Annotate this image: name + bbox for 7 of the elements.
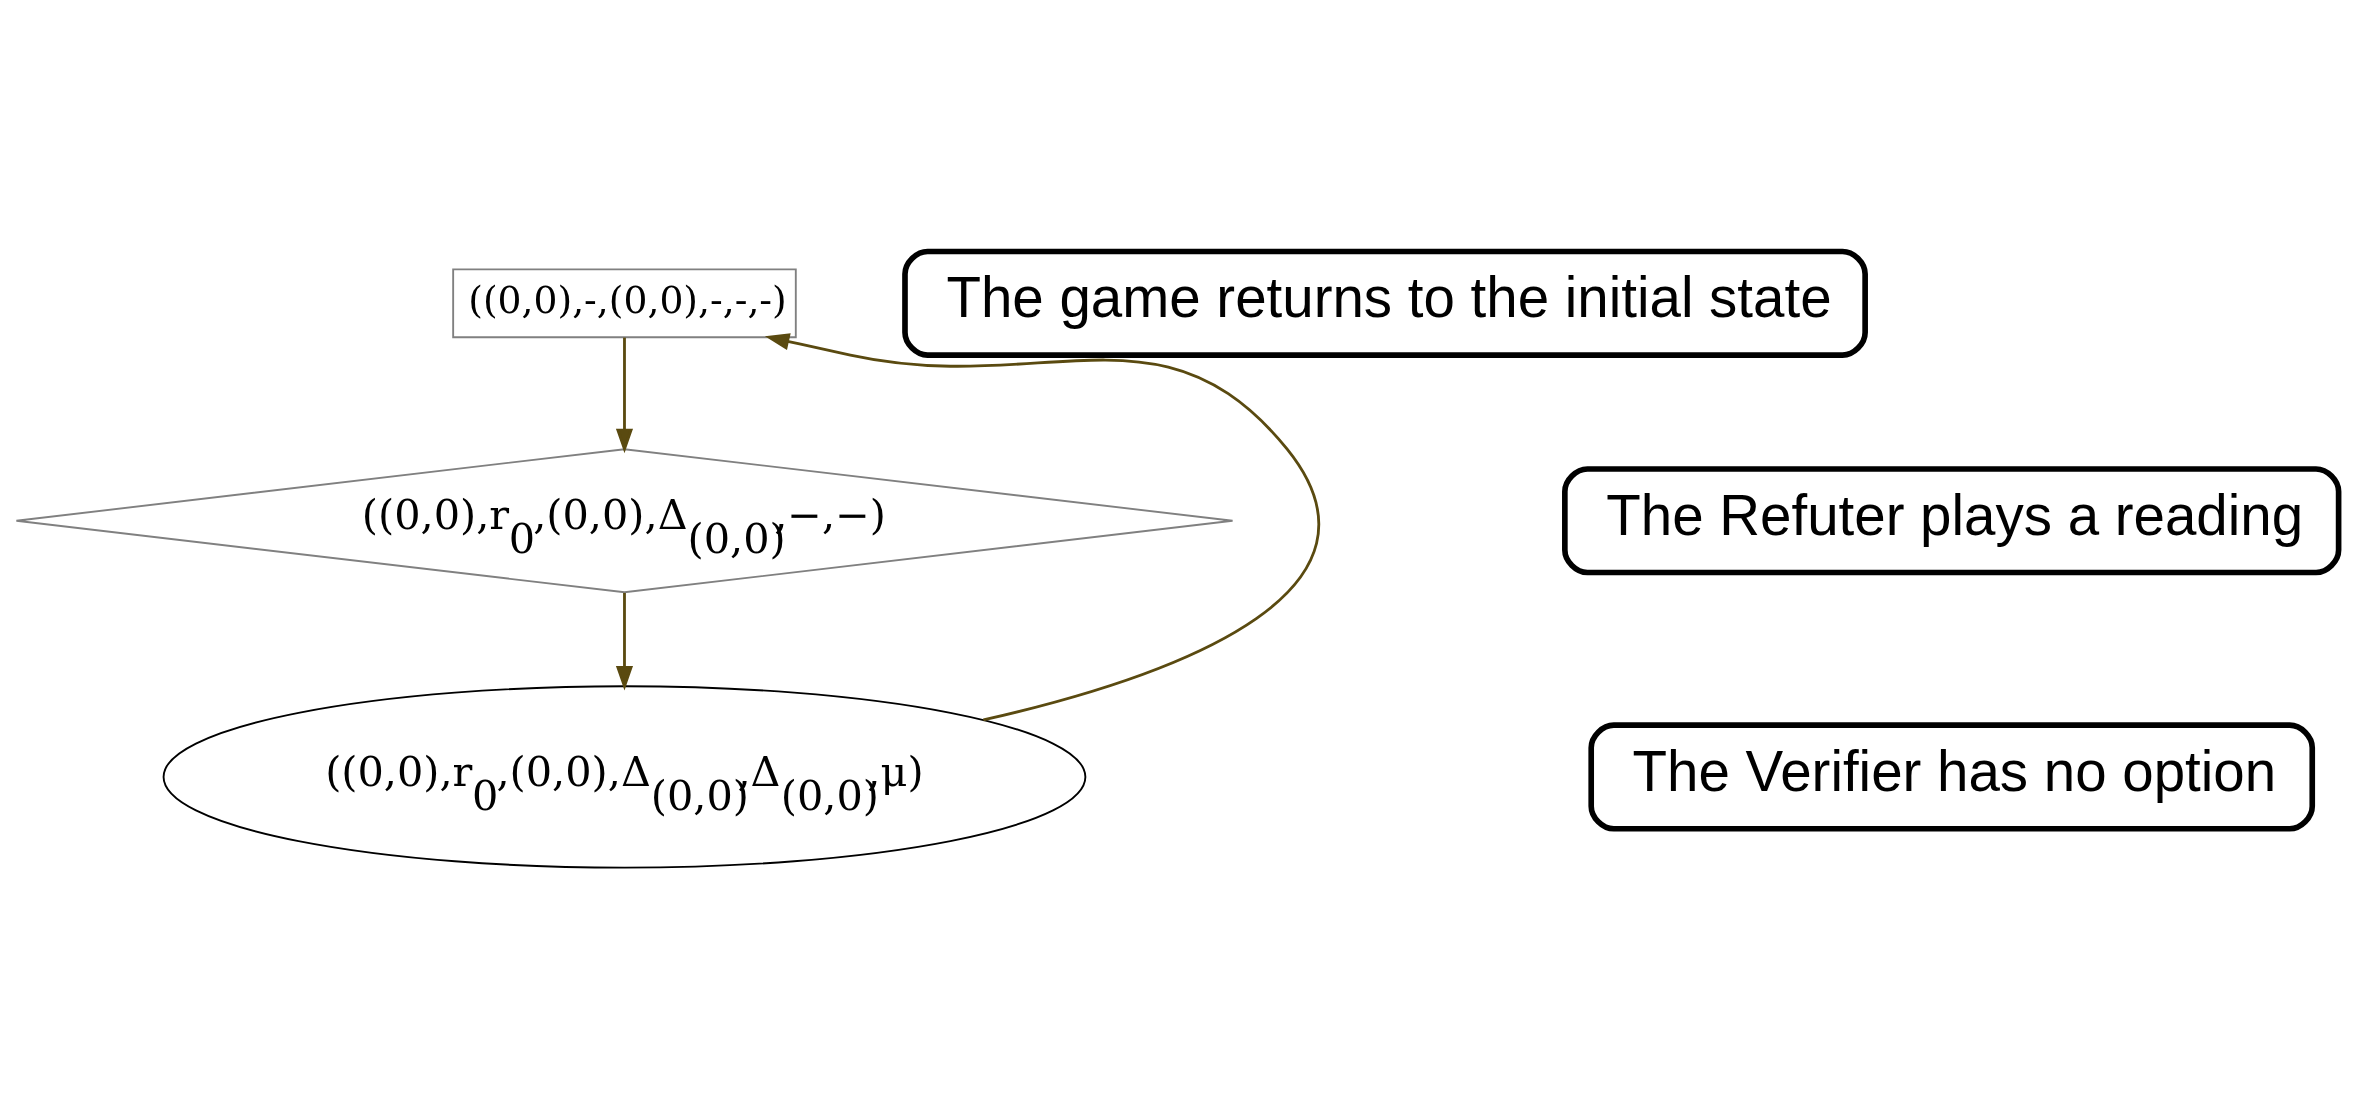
arrow [764,333,1320,722]
node-box: ((0,0),-,(0,0),-,-,-) [452,268,797,339]
node-box: The Verifier has no option [1588,722,2316,832]
node-box: The game returns to the initial state [902,248,1868,358]
arrow [615,337,634,454]
arrow [615,592,634,691]
node-box: The Refuter plays a reading [1562,466,2342,576]
